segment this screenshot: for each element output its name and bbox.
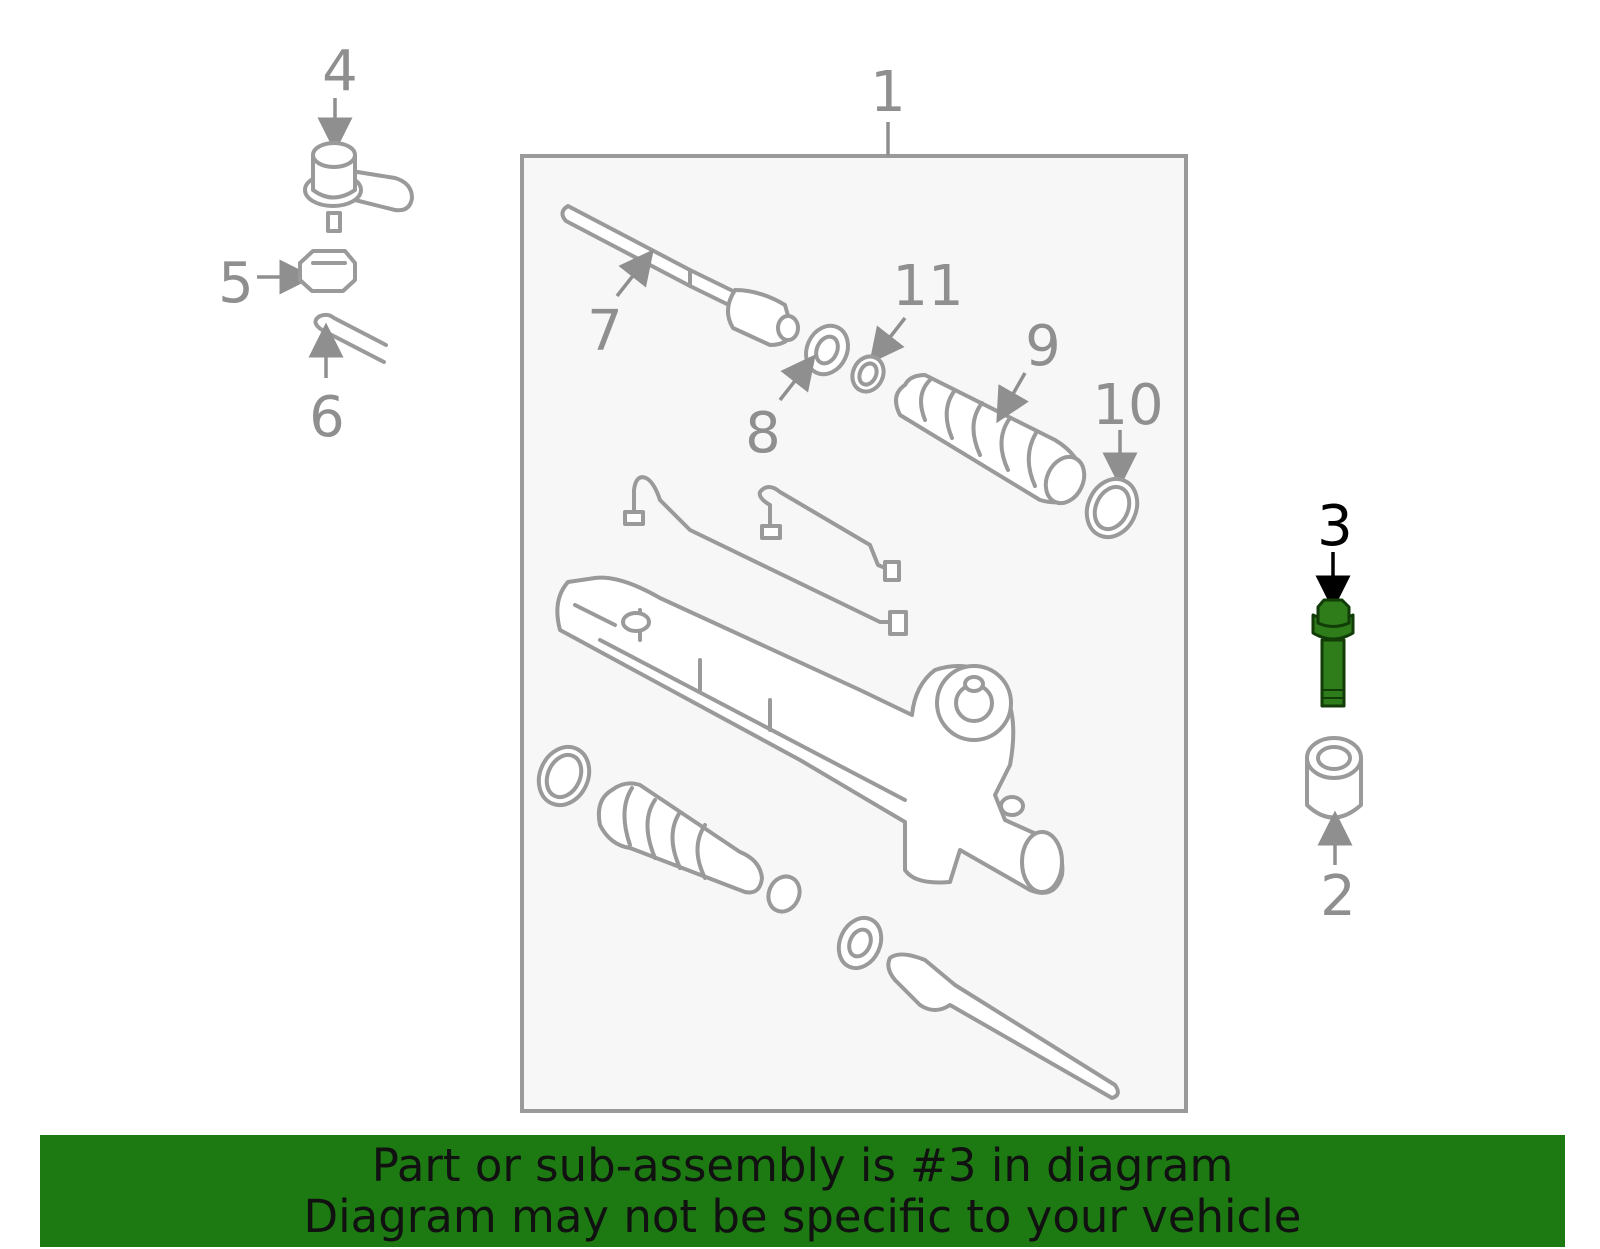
bellows-boot-lower: [536, 744, 802, 914]
callout-3: 3: [1317, 494, 1353, 559]
tie-rod-end: 4: [303, 39, 414, 233]
castle-nut: 5: [218, 249, 357, 316]
rack-housing: [555, 575, 1065, 895]
callout-9: 9: [1025, 314, 1061, 379]
mounting-bolt-highlighted: 3: [1311, 494, 1355, 708]
callout-10: 10: [1092, 373, 1163, 438]
inner-tie-rod-lower: [836, 915, 1120, 1100]
banner-line-2: Diagram may not be specific to your vehi…: [303, 1190, 1302, 1243]
callout-7: 7: [587, 299, 623, 364]
bushing: 2: [1305, 736, 1363, 929]
callout-6: 6: [309, 385, 345, 450]
seal-ring: 8: [745, 323, 850, 466]
callout-11: 11: [892, 254, 963, 319]
callout-5: 5: [218, 251, 254, 316]
notice-banner: Part or sub-assembly is #3 in diagram Di…: [40, 1135, 1565, 1247]
banner-line-1: Part or sub-assembly is #3 in diagram: [371, 1139, 1234, 1192]
boot-clamp-small: 11: [850, 254, 964, 394]
inner-tie-rod: 7: [560, 204, 800, 364]
callout-4: 4: [322, 39, 358, 104]
cotter-pin: 6: [308, 312, 388, 450]
callout-2: 2: [1320, 864, 1356, 929]
boot-clamp-large: 10: [1084, 373, 1164, 540]
fluid-lines: [623, 475, 908, 636]
bellows-boot: 9: [894, 314, 1087, 506]
callout-8: 8: [745, 401, 781, 466]
callout-1: 1: [870, 60, 906, 125]
